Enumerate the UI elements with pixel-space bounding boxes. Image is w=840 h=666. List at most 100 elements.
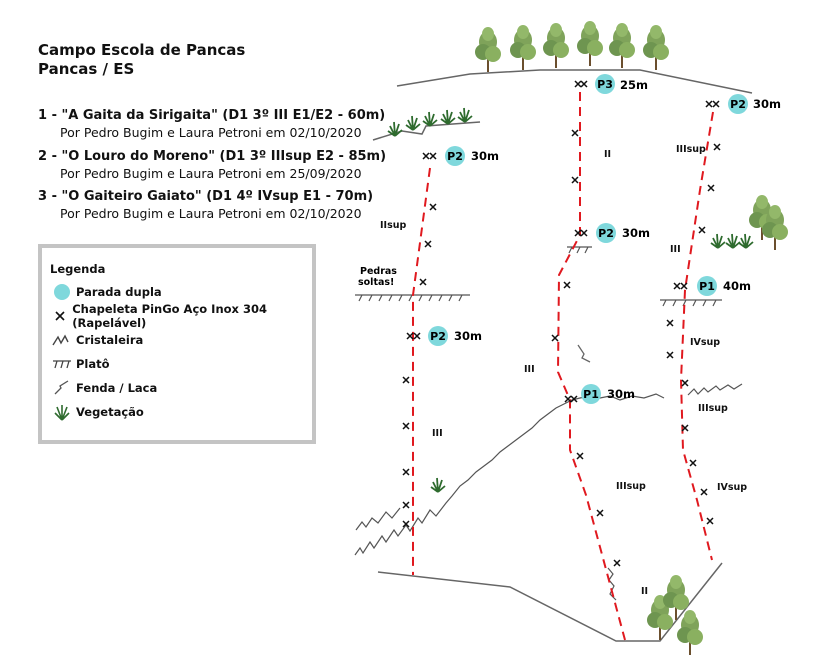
bolt-marker <box>700 488 708 496</box>
bolt-marker <box>429 203 437 211</box>
svg-text:30m: 30m <box>753 97 781 111</box>
ledges <box>355 246 722 307</box>
bolt-marker <box>580 229 588 237</box>
legend-item: Chapeleta PinGo Aço Inox 304 (Rapelável) <box>50 302 302 330</box>
bolt-marker <box>712 100 720 108</box>
grade-label: IVsup <box>690 337 720 348</box>
cristaleira-icon <box>50 333 74 347</box>
route-1: 1 - "A Gaita da Sirigaita" (D1 3º III E1… <box>38 108 385 140</box>
station-p2: P2 30m <box>596 223 650 243</box>
legend-item: Fenda / Laca <box>50 376 302 400</box>
grade-label: III <box>524 364 535 375</box>
route-3: 3 - "O Gaiteiro Gaiato" (D1 4º IVsup E1 … <box>38 189 373 221</box>
grade-label: II <box>641 586 648 597</box>
grade-label: IVsup <box>717 482 747 493</box>
svg-text:P1: P1 <box>583 388 599 401</box>
grade-label: IIIsup <box>698 403 728 414</box>
svg-text:30m: 30m <box>607 387 635 401</box>
svg-text:25m: 25m <box>620 78 648 92</box>
grade-label: III <box>670 244 681 255</box>
bolt-marker <box>406 332 414 340</box>
grade-label: IIIsup <box>676 144 706 155</box>
station-p1: P1 40m <box>697 276 751 296</box>
legend-item-label: Platô <box>76 357 110 371</box>
svg-text:P3: P3 <box>597 78 613 91</box>
bolt-marker <box>402 376 410 384</box>
route-lines <box>412 92 714 641</box>
route-3-title: 3 - "O Gaiteiro Gaiato" (D1 4º IVsup E1 … <box>38 189 374 204</box>
bolt-marker <box>563 281 571 289</box>
grade-label: II <box>604 149 611 160</box>
cristaleira <box>354 383 743 601</box>
crack-icon <box>50 380 74 396</box>
svg-text:P1: P1 <box>699 280 715 293</box>
station-p1: P1 30m <box>581 384 635 404</box>
svg-text:30m: 30m <box>622 226 650 240</box>
bolt-marker <box>576 452 584 460</box>
route-1-title: 1 - "A Gaita da Sirigaita" (D1 3º III E1… <box>38 108 386 123</box>
bolt-marker <box>570 395 578 403</box>
legend-item-label: Chapeleta PinGo Aço Inox 304 (Rapelável) <box>72 302 267 330</box>
bolt-marker <box>419 278 427 286</box>
legend-item: Cristaleira <box>50 328 302 352</box>
bolt-marker <box>402 468 410 476</box>
bolt-marker <box>666 319 674 327</box>
cracks <box>577 344 591 363</box>
bolt-marker <box>402 422 410 430</box>
bolt-marker <box>422 152 430 160</box>
route-2-title: 2 - "O Louro do Moreno" (D1 3º IIIsup E2… <box>38 149 387 164</box>
bolt-marker <box>706 517 714 525</box>
route-2: 2 - "O Louro do Moreno" (D1 3º IIIsup E2… <box>38 149 386 181</box>
bolt-icon <box>50 310 70 322</box>
route-1-authors: Por Pedro Bugim e Laura Petroni em 02/10… <box>60 125 362 140</box>
svg-text:P2: P2 <box>447 150 463 163</box>
legend-item-label: Fenda / Laca <box>76 381 158 395</box>
legend-title: Legenda <box>50 262 106 276</box>
route-1-line <box>412 167 431 575</box>
rock-outline <box>372 69 753 642</box>
bolt-marker <box>681 424 689 432</box>
bolt-marker <box>571 129 579 137</box>
bolt-marker <box>574 80 582 88</box>
route-2-authors: Por Pedro Bugim e Laura Petroni em 25/09… <box>60 166 362 181</box>
double-belay-icon <box>50 283 74 301</box>
bolt-marker <box>689 459 697 467</box>
legend: Legenda Parada dupla Chapeleta PinGo Aço… <box>38 244 316 444</box>
grade-label: IIIsup <box>616 481 646 492</box>
bolt-marker <box>698 226 706 234</box>
station-p2: P2 30m <box>728 94 781 114</box>
bolt-marker <box>574 229 582 237</box>
ledge-icon <box>50 358 74 370</box>
bolt-marker <box>713 143 721 151</box>
route-3-authors: Por Pedro Bugim e Laura Petroni em 02/10… <box>60 206 362 221</box>
legend-item-label: Vegetação <box>76 405 144 419</box>
station-p3: P3 25m <box>595 74 648 94</box>
grade-label: III <box>432 428 443 439</box>
legend-item-label: Parada dupla <box>76 285 162 299</box>
bolt-marker <box>551 334 559 342</box>
legend-item: Parada dupla <box>50 280 302 304</box>
bolts <box>402 80 721 567</box>
bolt-marker <box>424 240 432 248</box>
bolt-marker <box>681 379 689 387</box>
bolt-marker <box>613 559 621 567</box>
legend-item-label: Cristaleira <box>76 333 144 347</box>
grade-label: IIsup <box>380 220 406 231</box>
bolt-marker <box>666 351 674 359</box>
station-p2: P2 30m <box>428 326 482 346</box>
bolt-marker <box>564 395 572 403</box>
station-p2: P2 30m <box>445 146 499 166</box>
legend-item: Vegetação <box>50 400 302 424</box>
belay-stations: P3 25m P2 30m P2 30m P2 30m P1 40m P2 30… <box>428 74 781 404</box>
svg-text:P2: P2 <box>598 227 614 240</box>
grade-labels: II IIIsup IIsup III IVsup III IIIsup III… <box>380 144 747 597</box>
bolt-marker <box>596 509 604 517</box>
bolt-marker <box>680 282 688 290</box>
bolt-marker <box>705 100 713 108</box>
bolt-marker <box>402 520 410 528</box>
bolt-marker <box>673 282 681 290</box>
route-2-line <box>556 92 626 641</box>
svg-text:P2: P2 <box>730 98 746 111</box>
